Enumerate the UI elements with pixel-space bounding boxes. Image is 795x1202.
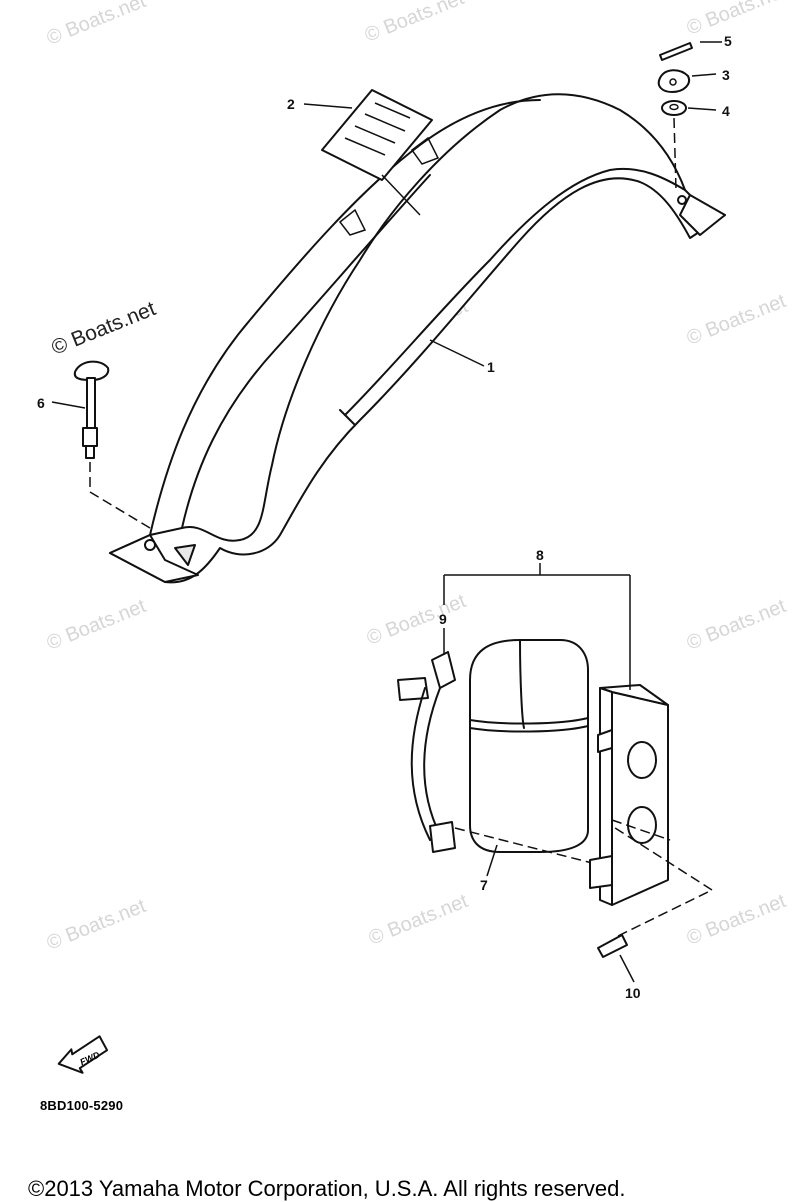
watermark-dark: © Boats.net bbox=[48, 297, 159, 360]
watermark: © Boats.net bbox=[44, 0, 150, 50]
leader-lines bbox=[51, 41, 722, 983]
fastener-group bbox=[657, 42, 693, 191]
callout-3: 3 bbox=[722, 67, 730, 83]
watermark: © Boats.net bbox=[362, 0, 468, 47]
decal-part bbox=[321, 89, 433, 216]
copyright-notice: ©2013 Yamaha Motor Corporation, U.S.A. A… bbox=[28, 1176, 626, 1201]
watermark: © Boats.net bbox=[44, 595, 150, 655]
callout-7: 7 bbox=[480, 877, 488, 893]
callout-6: 6 bbox=[37, 395, 45, 411]
callout-1: 1 bbox=[487, 359, 495, 375]
callout-5: 5 bbox=[724, 33, 732, 49]
forward-arrow-icon: FWD bbox=[57, 1035, 109, 1074]
watermark: © Boats.net bbox=[366, 890, 472, 950]
watermark: © Boats.net bbox=[364, 590, 470, 650]
callout-10: 10 bbox=[625, 985, 641, 1001]
watermarks: © Boats.net © Boats.net © Boats.net © Bo… bbox=[44, 0, 790, 955]
wing-bolt-part bbox=[73, 360, 151, 529]
callout-4: 4 bbox=[722, 103, 730, 119]
callout-9: 9 bbox=[439, 611, 447, 627]
callout-2: 2 bbox=[287, 96, 295, 112]
watermark: © Boats.net bbox=[684, 595, 790, 655]
screw-part bbox=[597, 825, 713, 958]
bracket-plate-part bbox=[589, 684, 671, 906]
arch-fender-part bbox=[109, 93, 726, 584]
watermark: © Boats.net bbox=[684, 890, 790, 950]
callouts: 1 2 3 4 5 6 7 8 9 10 bbox=[37, 33, 732, 1001]
callout-8: 8 bbox=[536, 547, 544, 563]
battery-box-part bbox=[469, 639, 589, 853]
part-code: 8BD100-5290 bbox=[40, 1098, 124, 1113]
watermark: © Boats.net bbox=[684, 0, 790, 40]
watermark: © Boats.net bbox=[684, 290, 790, 350]
watermark: © Boats.net bbox=[44, 895, 150, 955]
strap-part bbox=[397, 651, 601, 866]
